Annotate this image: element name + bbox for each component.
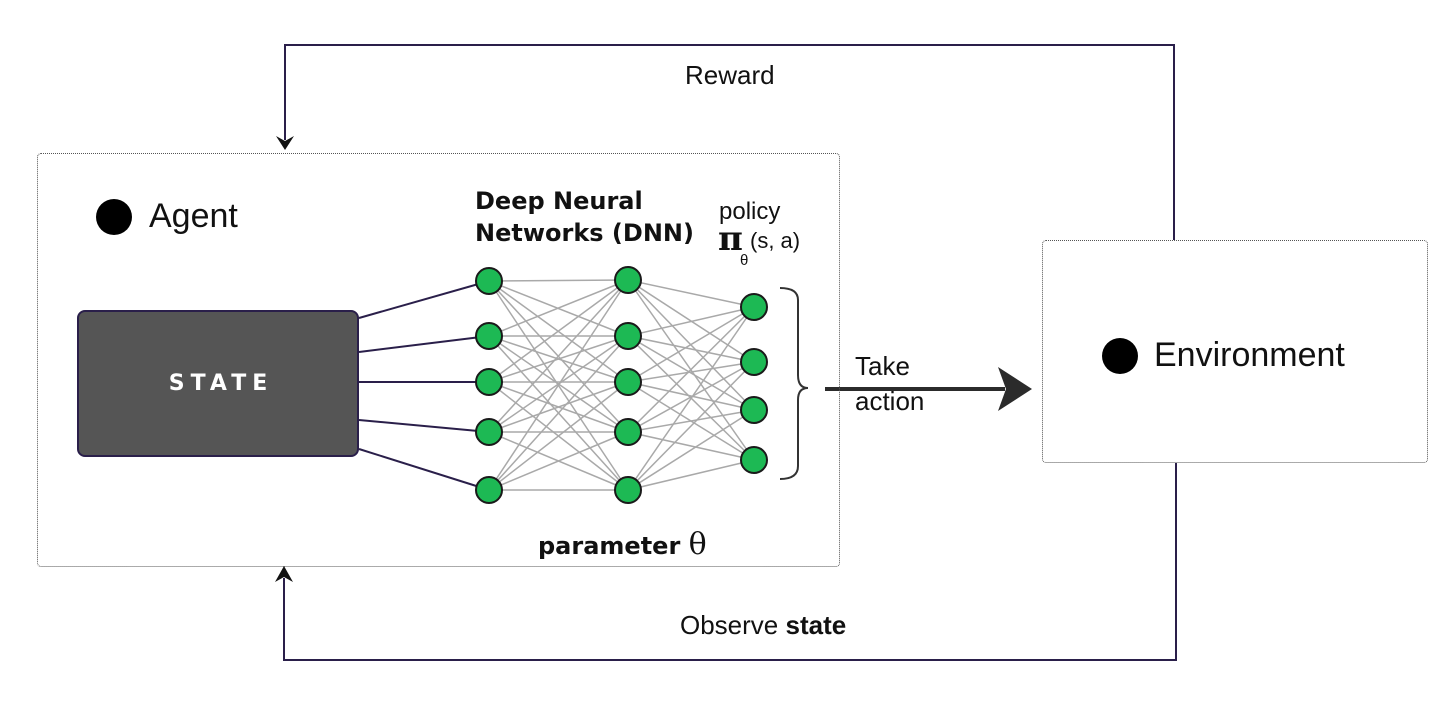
network-edge bbox=[627, 306, 755, 491]
network-edge bbox=[488, 431, 629, 491]
network-node-layer-2 bbox=[614, 322, 642, 350]
network-edge bbox=[488, 381, 629, 433]
parameter-symbol: θ bbox=[688, 527, 707, 562]
observe-prefix: Observe bbox=[680, 610, 779, 640]
environment-bullet-icon bbox=[1102, 338, 1138, 374]
network-edge bbox=[488, 335, 629, 491]
observe-label: Observe state bbox=[680, 612, 846, 638]
network-node-layer-3 bbox=[740, 446, 768, 474]
network-edge bbox=[627, 306, 755, 433]
network-node-layer-1 bbox=[475, 418, 503, 446]
network-edge bbox=[627, 409, 755, 433]
network-node-layer-1 bbox=[475, 267, 503, 295]
state-connectors bbox=[358, 280, 490, 491]
policy-args: (s, a) bbox=[750, 228, 801, 253]
policy-symbol: π bbox=[718, 219, 743, 259]
network-node-layer-1 bbox=[475, 322, 503, 350]
network-edge bbox=[627, 335, 755, 411]
network-node-layer-3 bbox=[740, 396, 768, 424]
network-edge bbox=[627, 361, 755, 491]
network-edge bbox=[627, 306, 755, 383]
agent-box bbox=[37, 153, 840, 567]
policy-label: policy bbox=[719, 198, 781, 225]
environment-title: Environment bbox=[1154, 336, 1345, 374]
network-edge bbox=[627, 279, 755, 308]
network-node-layer-3 bbox=[740, 348, 768, 376]
network-node-layer-1 bbox=[475, 368, 503, 396]
network-edge bbox=[488, 279, 629, 491]
network-node-layer-1 bbox=[475, 476, 503, 504]
state-connector-line bbox=[358, 419, 490, 433]
state-connector-line bbox=[358, 448, 490, 491]
network-edge bbox=[627, 306, 755, 337]
network-edge bbox=[488, 335, 629, 383]
network-node-layer-2 bbox=[614, 266, 642, 294]
action-arrowhead-icon bbox=[998, 367, 1032, 411]
state-connector-line bbox=[358, 280, 490, 319]
network-node-layer-2 bbox=[614, 418, 642, 446]
network-edge bbox=[627, 361, 755, 383]
agent-title: Agent bbox=[149, 197, 238, 235]
state-box: STATE bbox=[77, 310, 359, 457]
dnn-label-line1: Deep Neural bbox=[475, 187, 643, 215]
network-edge bbox=[627, 409, 755, 491]
reward-arrowhead-icon bbox=[276, 136, 294, 150]
action-label: action bbox=[855, 386, 925, 416]
parameter-label: parameter θ bbox=[538, 530, 707, 560]
network-edge bbox=[488, 279, 629, 282]
observe-bold: state bbox=[785, 610, 847, 640]
reward-label: Reward bbox=[685, 60, 775, 90]
observe-loop-line bbox=[283, 463, 1177, 661]
output-brace bbox=[779, 287, 809, 480]
network-nodes bbox=[475, 266, 768, 504]
network-edge bbox=[488, 279, 629, 433]
network-edge bbox=[627, 381, 755, 411]
network-node-layer-2 bbox=[614, 368, 642, 396]
observe-arrowhead-icon bbox=[275, 566, 293, 582]
dnn-label-line2: Networks (DNN) bbox=[475, 219, 694, 247]
state-label: STATE bbox=[168, 371, 274, 396]
take-label: Take bbox=[855, 351, 910, 381]
network-edge bbox=[627, 459, 755, 491]
reward-loop-line bbox=[284, 44, 1175, 240]
network-edge bbox=[488, 381, 629, 491]
parameter-text: parameter bbox=[538, 532, 681, 560]
network-edge bbox=[488, 279, 629, 383]
network-edge bbox=[488, 279, 629, 337]
network-edge bbox=[627, 431, 755, 461]
state-connector-line bbox=[358, 335, 490, 353]
policy-subscript: θ bbox=[740, 252, 749, 269]
network-node-layer-3 bbox=[740, 293, 768, 321]
network-node-layer-2 bbox=[614, 476, 642, 504]
network-edges bbox=[488, 279, 755, 491]
network-edge bbox=[627, 335, 755, 363]
agent-bullet-icon bbox=[96, 199, 132, 235]
network-edge bbox=[627, 361, 755, 433]
